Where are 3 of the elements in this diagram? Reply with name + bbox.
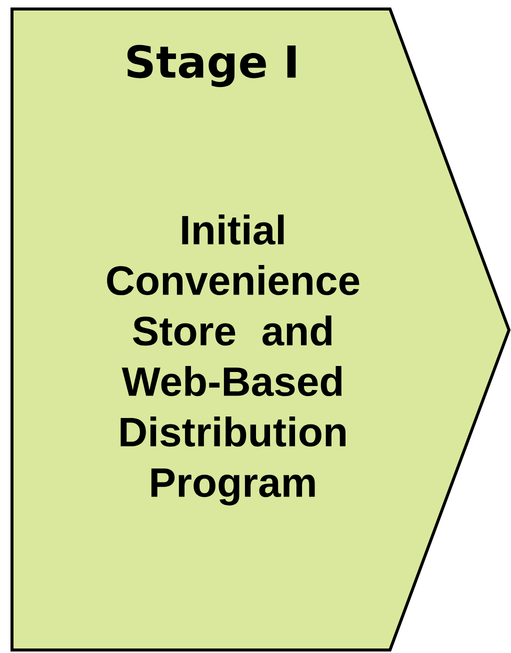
- stage-description: Initial Convenience Store and Web-Based Distribution Program: [107, 214, 360, 506]
- chevron-box: [10, 8, 511, 652]
- stage-heading: Stage I: [127, 44, 296, 88]
